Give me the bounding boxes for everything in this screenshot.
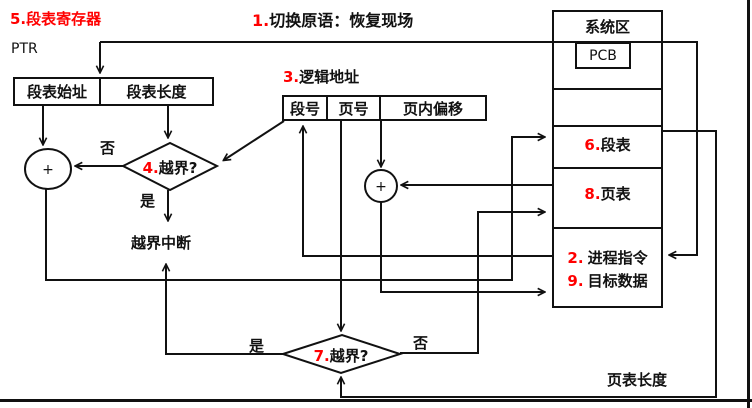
adder2-plus: +: [375, 179, 387, 195]
wire-segno-to-check1: [224, 120, 285, 160]
check2-no-label: 否: [413, 334, 429, 352]
wire-instructions-to-segno: [303, 127, 552, 257]
check2-number: 7.: [313, 347, 330, 365]
out-of-bounds-interrupt-label: 越界中断: [131, 234, 192, 252]
adder1-plus: +: [42, 162, 54, 178]
wire-pcb-to-instructions: [100, 41, 698, 255]
check2-diamond: [279, 333, 404, 375]
logical-address-number: 3.: [283, 68, 300, 86]
check1-number: 4.: [142, 159, 159, 177]
pcb-box: PCB: [575, 42, 631, 69]
page-table-text: 页表: [600, 185, 631, 203]
wire-adder2-to-data: [380, 202, 544, 292]
check2-text: 越界?: [329, 347, 369, 365]
switch-primitive-number: 1.: [252, 11, 270, 30]
check1-no-label: 否: [100, 139, 116, 157]
memory-divider-4: [552, 227, 663, 229]
segment-table-start-cell: 段表始址: [13, 77, 101, 106]
check1-diamond: [120, 141, 220, 192]
ptr-label: PTR: [11, 41, 38, 57]
logical-address-text: 逻辑地址: [299, 68, 360, 86]
page-number-cell: 页号: [326, 95, 381, 121]
page-table-number: 8.: [584, 185, 601, 203]
check1-label: 4.越界?: [128, 157, 212, 178]
wire-check2-yes-to-interrupt: [166, 265, 283, 355]
process-instructions-row: 2.进程指令: [552, 247, 663, 268]
adder2-circle: [364, 169, 398, 203]
target-data-text: 目标数据: [587, 272, 648, 290]
adder1-circle: [24, 148, 72, 190]
wire-check2-no-to-pagetable: [400, 212, 544, 354]
memory-divider-3: [552, 167, 663, 169]
logical-address-title: 3.逻辑地址: [283, 68, 359, 86]
frame-right-border: [747, 0, 750, 408]
page-table-length-label: 页表长度: [607, 371, 668, 389]
memory-column: [552, 41, 663, 308]
page-offset-cell: 页内偏移: [379, 95, 487, 121]
segment-table-row: 6.段表: [552, 134, 663, 155]
logical-address-fields: 段号 页号 页内偏移: [282, 95, 487, 121]
segment-table-register-title: 5.段表寄存器: [10, 10, 102, 28]
check2-yes-label: 是: [249, 337, 265, 355]
segment-table-register: 段表始址 段表长度: [13, 77, 214, 106]
check1-yes-label: 是: [140, 192, 156, 210]
segment-number-cell: 段号: [282, 95, 328, 121]
wire-segtable-to-check2: [341, 130, 717, 398]
check1-text: 越界?: [158, 159, 198, 177]
switch-primitive-label: 1.切换原语：恢复现场: [252, 11, 413, 30]
system-area-header: 系统区: [552, 10, 663, 43]
switch-primitive-text: 切换原语：恢复现场: [269, 11, 414, 30]
page-table-row: 8.页表: [552, 183, 663, 204]
process-instructions-number: 2.: [567, 249, 584, 267]
process-instructions-text: 进程指令: [587, 249, 648, 267]
segment-table-text: 段表: [600, 136, 631, 154]
frame-bottom-border: [0, 399, 752, 402]
target-data-row: 9.目标数据: [552, 270, 663, 291]
segment-table-number: 6.: [584, 136, 601, 154]
check2-label: 7.越界?: [294, 345, 388, 366]
wire-adder1-to-segtable: [45, 137, 544, 281]
memory-divider-1: [552, 88, 663, 90]
segment-table-length-cell: 段表长度: [99, 77, 214, 106]
target-data-number: 9.: [567, 272, 584, 290]
memory-divider-2: [552, 125, 663, 127]
